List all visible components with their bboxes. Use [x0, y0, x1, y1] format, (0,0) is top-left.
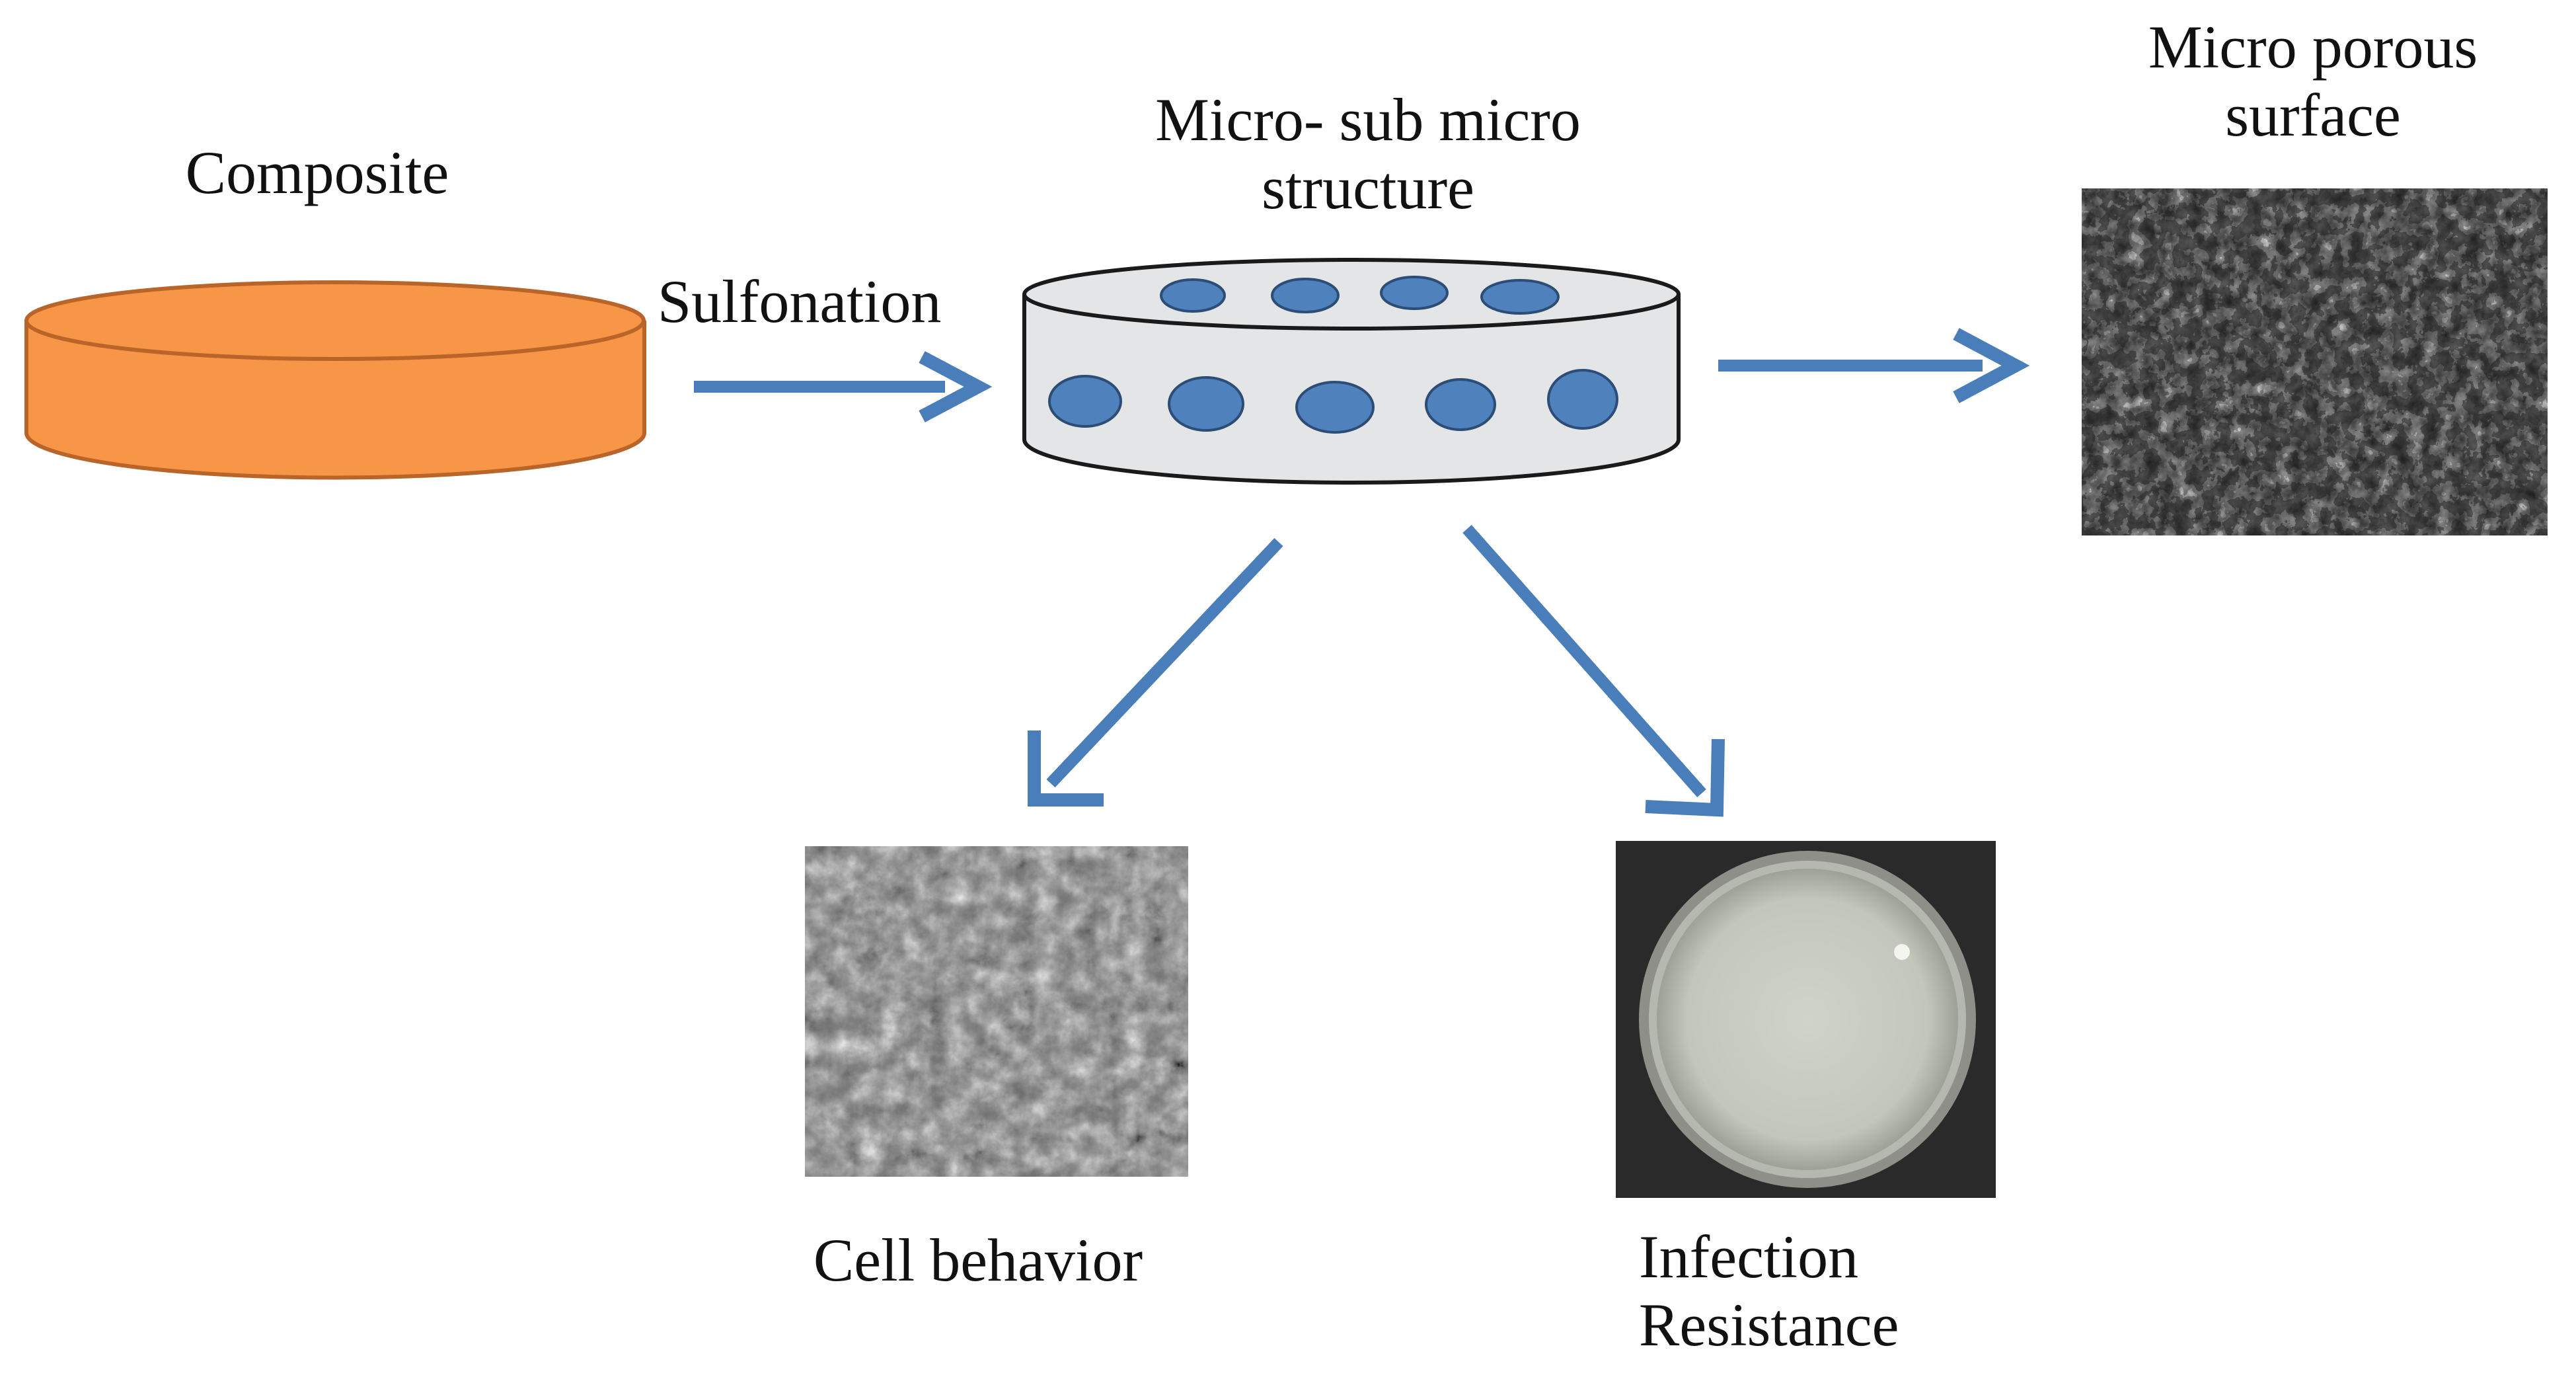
infection-resistance-label-line-1: Infection	[1639, 1223, 1859, 1290]
infection-resistance-label: Infection Resistance	[1639, 1223, 1983, 1359]
micro-structure-label-line-2: structure	[1262, 154, 1474, 222]
composite-label: Composite	[185, 139, 449, 206]
micro-structure-label: Micro- sub micro structure	[1084, 86, 1652, 222]
petri-dish-photo	[1616, 841, 1996, 1198]
infection-arrow	[1462, 525, 1725, 817]
surface-arrow	[1718, 328, 2030, 403]
micro-porous-label-line-2: surface	[2225, 81, 2401, 149]
structure-disk	[1022, 258, 1681, 485]
sulfonation-arrow	[694, 351, 993, 422]
micro-structure-label-line-1: Micro- sub micro	[1155, 86, 1581, 153]
cell-arrow	[1028, 537, 1283, 807]
sulfonation-label: Sulfonation	[658, 268, 942, 335]
cell-behavior-sem-image	[805, 846, 1188, 1177]
micro-porous-sem-image	[2082, 188, 2548, 535]
pore-markers	[1048, 276, 1618, 434]
micro-porous-label: Micro porous surface	[2102, 13, 2524, 149]
micro-porous-label-line-1: Micro porous	[2148, 13, 2478, 81]
cell-behavior-label: Cell behavior	[813, 1226, 1143, 1294]
composite-disc	[24, 280, 646, 480]
infection-resistance-label-line-2: Resistance	[1639, 1291, 1899, 1359]
